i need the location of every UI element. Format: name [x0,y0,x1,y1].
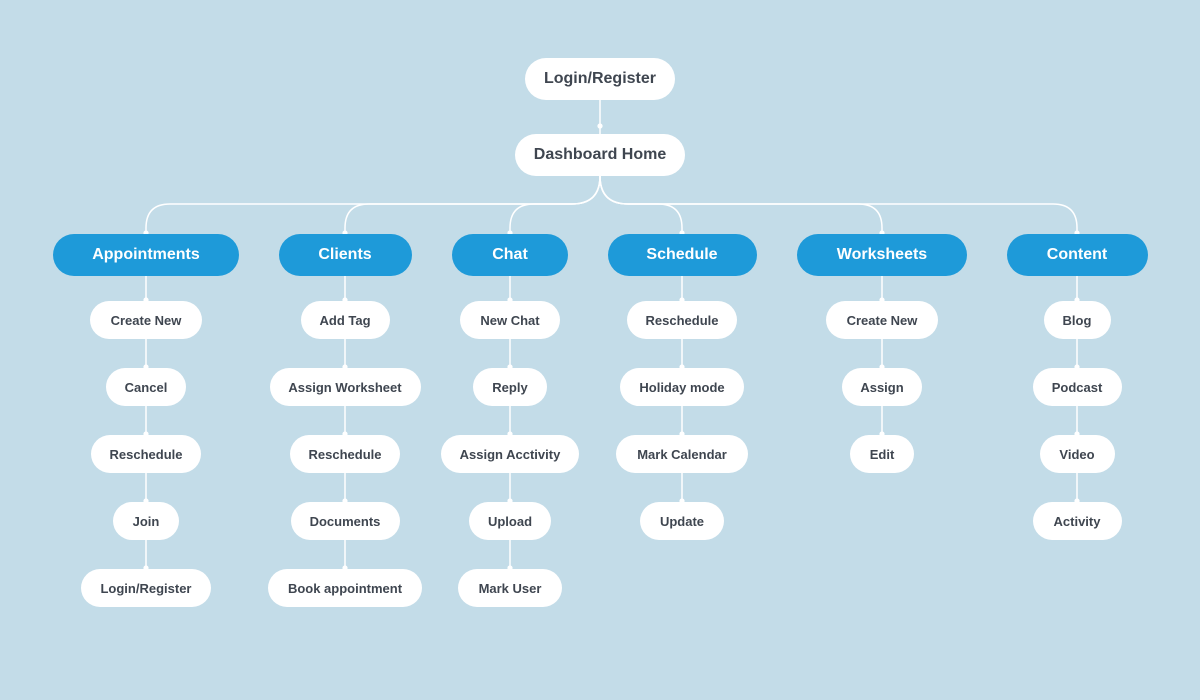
category-appointments[interactable]: Appointments [53,234,239,276]
worksheets-item-edit[interactable]: Edit [850,435,914,473]
content-item-video[interactable]: Video [1039,435,1115,473]
category-schedule[interactable]: Schedule [607,234,757,276]
content-item-blog[interactable]: Blog [1043,301,1111,339]
schedule-item-holiday-mode[interactable]: Holiday mode [620,368,744,406]
branch-connector [599,175,683,234]
appointments-item-cancel[interactable]: Cancel [106,368,186,406]
worksheets-item-create-new[interactable]: Create New [826,301,938,339]
appointments-item-login-register[interactable]: Login/Register [81,569,211,607]
chat-item-new-chat[interactable]: New Chat [460,301,560,339]
branch-connector [145,175,601,234]
chat-item-reply[interactable]: Reply [473,368,547,406]
chat-item-assign-acctivity[interactable]: Assign Acctivity [441,435,579,473]
category-clients[interactable]: Clients [278,234,412,276]
schedule-item-mark-calendar[interactable]: Mark Calendar [616,435,748,473]
connector-dot [597,123,603,129]
branch-connector [509,175,601,234]
login-register-node[interactable]: Login/Register [525,58,675,100]
dashboard-home-node[interactable]: Dashboard Home [515,134,685,176]
branch-connector [599,175,883,234]
clients-item-documents[interactable]: Documents [290,502,400,540]
content-item-activity[interactable]: Activity [1032,502,1122,540]
appointments-item-join[interactable]: Join [113,502,179,540]
appointments-item-create-new[interactable]: Create New [90,301,202,339]
worksheets-item-assign[interactable]: Assign [842,368,922,406]
branch-connector [344,175,601,234]
appointments-item-reschedule[interactable]: Reschedule [91,435,201,473]
chat-item-upload[interactable]: Upload [469,502,551,540]
content-item-podcast[interactable]: Podcast [1032,368,1122,406]
clients-item-book-appointment[interactable]: Book appointment [268,569,422,607]
category-worksheets[interactable]: Worksheets [797,234,967,276]
clients-item-add-tag[interactable]: Add Tag [300,301,390,339]
clients-item-assign-worksheet[interactable]: Assign Worksheet [269,368,421,406]
chat-item-mark-user[interactable]: Mark User [458,569,562,607]
schedule-item-reschedule[interactable]: Reschedule [627,301,737,339]
category-chat[interactable]: Chat [452,234,568,276]
schedule-item-update[interactable]: Update [640,502,724,540]
clients-item-reschedule[interactable]: Reschedule [290,435,400,473]
category-content[interactable]: Content [1006,234,1148,276]
branch-connector [599,175,1078,234]
